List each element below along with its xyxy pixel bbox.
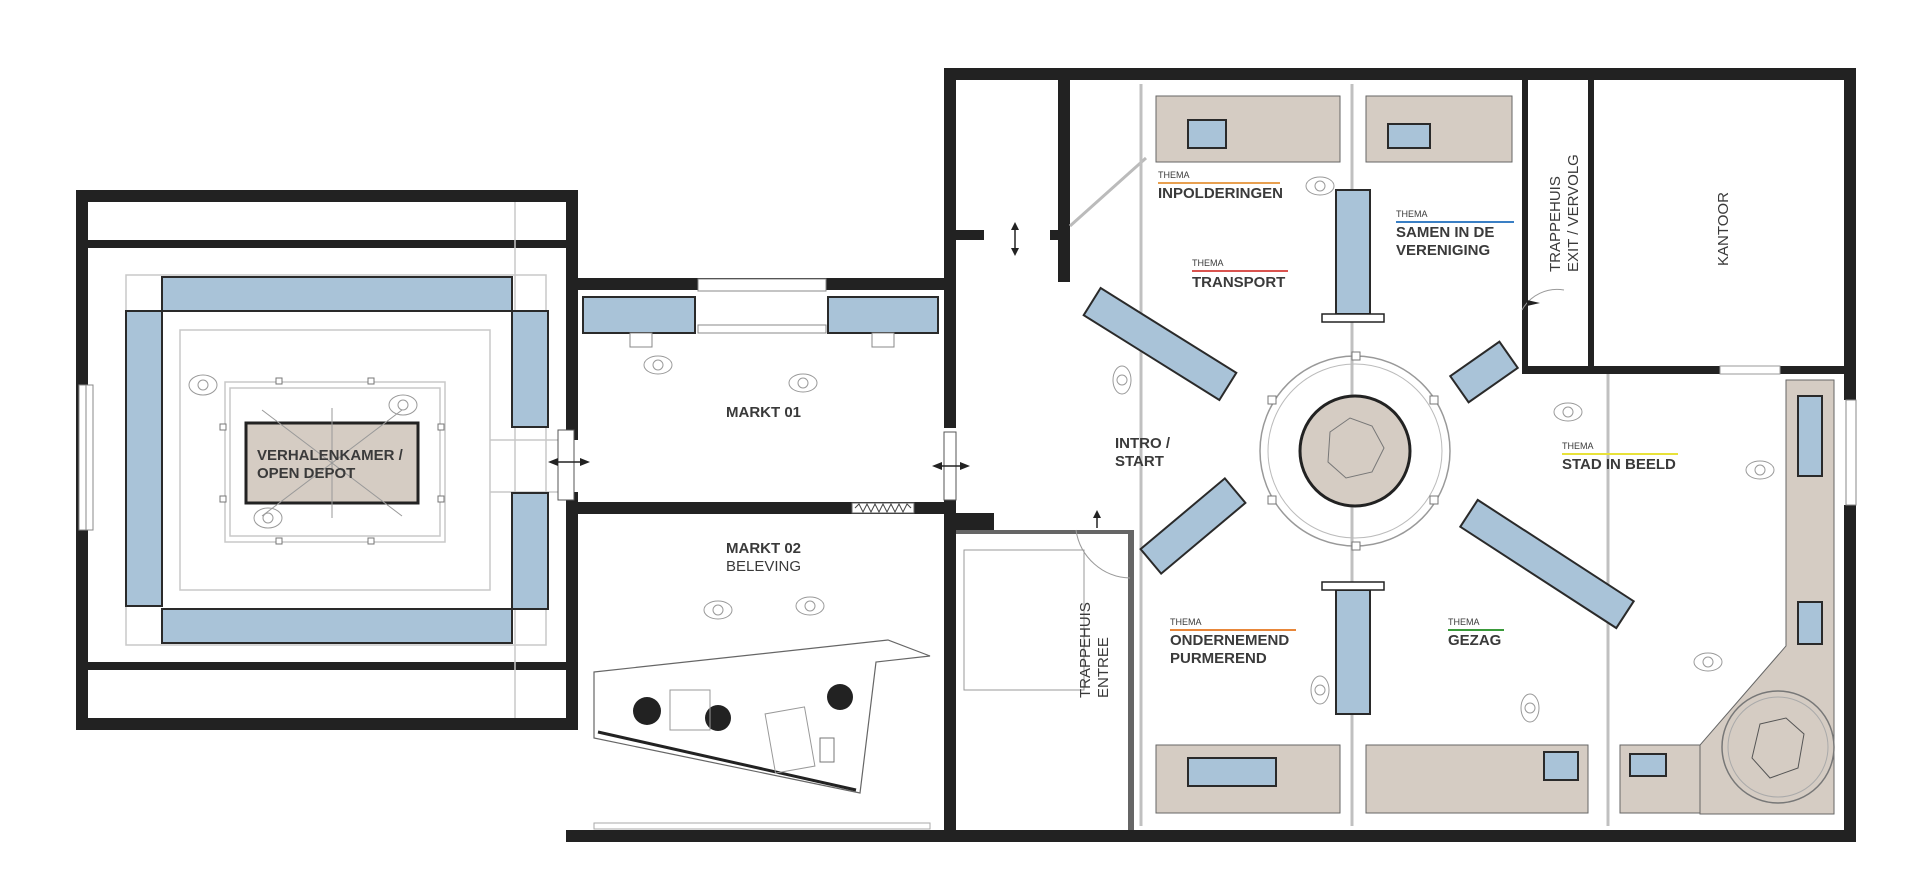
theme-stad-in-beeld: THEMA STAD IN BEELD <box>1562 441 1678 473</box>
theme-samen-in-de-vereniging: THEMA SAMEN IN DE VERENIGING <box>1396 209 1514 259</box>
svg-text:THEMA: THEMA <box>1192 258 1224 268</box>
theme-ondernemend-purmerend: THEMA ONDERNEMEND PURMEREND <box>1170 617 1296 667</box>
svg-text:THEMA: THEMA <box>1562 441 1594 451</box>
label-exit-vervolg: EXIT / VERVOLG <box>1565 154 1582 272</box>
svg-text:VERENIGING: VERENIGING <box>1396 242 1490 259</box>
label-kantoor: KANTOOR <box>1715 192 1732 266</box>
label-open-depot: OPEN DEPOT <box>257 465 355 482</box>
label-beleving: BELEVING <box>726 558 801 575</box>
svg-text:STAD IN BEELD: STAD IN BEELD <box>1562 456 1676 473</box>
room-main-exhibition <box>944 68 1857 842</box>
svg-text:GEZAG: GEZAG <box>1448 632 1501 649</box>
svg-text:PURMEREND: PURMEREND <box>1170 650 1267 667</box>
svg-text:THEMA: THEMA <box>1170 617 1202 627</box>
svg-text:THEMA: THEMA <box>1448 617 1480 627</box>
label-markt-02: MARKT 02 <box>726 540 801 557</box>
svg-text:THEMA: THEMA <box>1396 209 1428 219</box>
svg-text:SAMEN IN DE: SAMEN IN DE <box>1396 224 1494 241</box>
label-start: START <box>1115 453 1164 470</box>
svg-text:INPOLDERINGEN: INPOLDERINGEN <box>1158 185 1283 202</box>
label-intro: INTRO / <box>1115 435 1171 452</box>
svg-text:TRANSPORT: TRANSPORT <box>1192 274 1285 291</box>
label-trappehuis-entree: TRAPPEHUIS <box>1077 602 1094 698</box>
room-labels: VERHALENKAMER / OPEN DEPOT MARKT 01 MARK… <box>257 154 1732 698</box>
visitor-icon <box>188 374 418 529</box>
room-verhalenkamer <box>76 190 590 730</box>
theme-labels: THEMA INPOLDERINGEN THEMA TRANSPORT THEM… <box>1158 170 1678 667</box>
label-trappehuis-exit: TRAPPEHUIS <box>1547 176 1564 272</box>
theme-transport: THEMA TRANSPORT <box>1192 258 1288 291</box>
label-entree: ENTREE <box>1095 637 1112 698</box>
theme-gezag: THEMA GEZAG <box>1448 617 1504 649</box>
svg-text:THEMA: THEMA <box>1158 170 1190 180</box>
theme-inpolderingen: THEMA INPOLDERINGEN <box>1158 170 1283 202</box>
label-markt-01: MARKT 01 <box>726 404 801 421</box>
central-model <box>1298 394 1412 508</box>
svg-text:ONDERNEMEND: ONDERNEMEND <box>1170 632 1289 649</box>
performer-figure <box>633 684 853 731</box>
room-markt <box>566 278 1856 842</box>
label-verhalenkamer: VERHALENKAMER / <box>257 447 404 464</box>
